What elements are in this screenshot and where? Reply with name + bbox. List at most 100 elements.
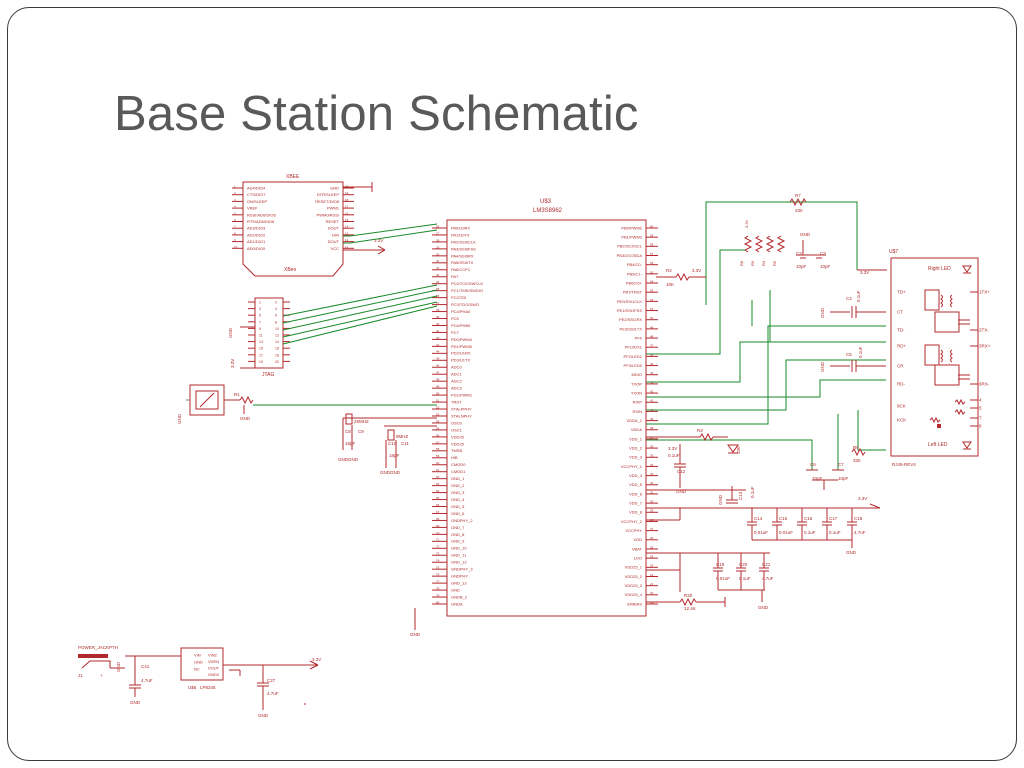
mcu-right-pin-label: VDD25_1	[625, 565, 643, 570]
xbee-left-pin-number: 9	[234, 238, 236, 242]
mcu-right-pin-number: 56	[650, 261, 654, 265]
c7-value: 10pF	[838, 476, 849, 481]
mcu-left-pin-label: TRST	[451, 399, 462, 404]
xbee-right-pin-number: 15	[345, 218, 349, 222]
xbee-right-pin-number: 11	[345, 245, 348, 249]
mcu-left-pin-label: OSC1	[451, 427, 463, 432]
mcu-left-pin-label: ADC0	[451, 365, 462, 370]
mcu-left-pin-label: PC1/TMS/SWDIO	[451, 288, 483, 293]
res-array-ref: R5	[772, 260, 777, 266]
mcu-right-pin-label: PE2/SSI1RX	[619, 317, 642, 322]
rj45-right-pin: 3RX+	[979, 344, 991, 349]
rj45-left-pin: TD-	[897, 328, 905, 333]
crystal-25-freq: 25MHZ	[354, 419, 369, 424]
mcu-left-pin-label: ADC1	[451, 372, 462, 377]
mcu-left-pin-label: VDD25	[451, 434, 465, 439]
mcu-left-pin-number: 63	[436, 482, 440, 486]
c3-ref: C3	[820, 251, 826, 256]
mcu-right-pin-label: PE1/SSI1FSS	[617, 308, 642, 313]
ldo-cap-ref: C21	[762, 562, 771, 567]
jtag-pin-number: 17	[259, 353, 263, 357]
mcu-left-pin-label: PC5	[451, 316, 460, 321]
xbee-right-pin-number: 17	[345, 205, 349, 209]
xbee-right-pin-label: PWM0/RSSI	[317, 212, 339, 217]
mcu-left-pin-number: 75	[436, 566, 440, 570]
mcu-left-pin-label: PC2/TDI	[451, 295, 466, 300]
mcu-left-pin-number: 69	[436, 524, 440, 528]
crystal-25mhz: 25MHZ C8 C9 18pF GNDGND	[338, 413, 437, 462]
mcu-right-pin-number: 35	[650, 454, 654, 458]
xbee-right-pin-number: 16	[345, 211, 349, 215]
mcu-right-pin-number: 46	[650, 353, 654, 357]
r2-supply: 3.3V	[692, 268, 701, 273]
mcu-right-pin-number: 22	[650, 573, 654, 577]
mcu-left-pin-number: 62	[436, 475, 440, 479]
mcu-left-pin-label: GND_2	[451, 483, 465, 488]
mcu-right-pin-number: 29	[650, 509, 654, 513]
row-caps-supply: 3.3V	[858, 496, 867, 501]
mcu-right-pin-label: PF0	[635, 335, 643, 340]
mcu-left-pin-number: 48	[436, 378, 440, 382]
ldo-cap-ref: C19	[716, 562, 725, 567]
rj45-right-pin: 4	[979, 398, 982, 403]
mcu-left-pin-number: 30	[436, 252, 440, 256]
mcu-left-pin-label: TMSB	[451, 448, 462, 453]
mcu-left-pin-number: 58	[436, 447, 440, 451]
ldo-cap-value: 0.01uF	[716, 576, 730, 581]
mcu-right-pin-number: 47	[650, 344, 654, 348]
crystal-8-freq: 8MHZ	[396, 434, 409, 439]
mcu-right-pin-label: VDD_6	[629, 491, 643, 496]
mcu-left-pin-number: 29	[436, 245, 440, 249]
xbee-right-pin-number: 18	[345, 198, 349, 202]
jtag-pin-number: 14	[275, 340, 279, 344]
mcu-left-pin-number: 32	[436, 266, 440, 270]
mcu-left-pin-number: 70	[436, 531, 440, 535]
xbee-left-pin-label: AD3/DIO3	[247, 226, 266, 231]
c4-ref: C4	[846, 296, 852, 301]
reg-right-pin: VDEN	[208, 659, 219, 664]
mcu-left-pin-label: PA6/CCP1	[451, 267, 471, 272]
crystal-25-c8: C8	[345, 429, 351, 434]
jtag-pin-number: 11	[259, 334, 263, 338]
mcu-left-pin-number: 55	[436, 426, 440, 430]
reset-gnd-label: GND	[177, 413, 182, 424]
mcu-left-pin-number: 27	[436, 231, 440, 235]
row-cap-ref: C17	[829, 516, 838, 521]
jtag-pin-number: 7	[259, 320, 261, 324]
rj45-left-pin: CR	[897, 364, 904, 369]
mcu-left-pin-number: 60	[436, 461, 440, 465]
rj45-right-pin: 5	[979, 406, 982, 411]
mcu-right-pin-number: 25	[650, 545, 654, 549]
mcu-left-pin-number: 40	[436, 322, 440, 326]
mcu-right-pin-number: 31	[650, 490, 654, 494]
mcu-right-pin-label: VDD25_3	[625, 583, 643, 588]
mcu-right-pin-number: 36	[650, 444, 654, 448]
mcu-left-pin-number: 42	[436, 336, 440, 340]
mcu-left-pin-number: 33	[436, 273, 440, 277]
rj45-right-pin: 8	[979, 424, 982, 429]
row-cap-value: 0.01uF	[754, 530, 768, 535]
c13-value: 0.1uF	[750, 486, 755, 498]
row-cap-value: 0.01uF	[779, 530, 793, 535]
c12-value: 0.1uF	[668, 453, 680, 458]
mcu-left-pin-label: GND_4	[451, 497, 465, 502]
row-cap-ref: C15	[779, 516, 788, 521]
rj45-left-pin: TD+	[897, 290, 906, 295]
mcu-left-pin-number: 67	[436, 510, 440, 514]
mcu-right-pin-label: LDO	[634, 556, 642, 561]
row-cap-value: 0.1uF	[829, 530, 841, 535]
mcu-right-pin-label: PF2/LED1	[624, 354, 643, 359]
reset-ref: R1	[234, 392, 240, 397]
mcu-right-pin-label: VCCPHY_1	[621, 464, 643, 469]
mcu-left-pin-label: GNDPHY_3	[451, 567, 473, 572]
mcu-left-pin-label: GNDPHY_2	[451, 518, 473, 523]
c13-gnd: GND	[718, 494, 723, 505]
jtag-pin-number: 15	[259, 347, 263, 351]
mcu-right-pin-number: 20	[650, 591, 654, 595]
xbee-supply-label: 3.3V	[374, 238, 383, 243]
mcu-left-pin-label: PA0/U0RX	[451, 225, 470, 230]
mcu-left-pin-number: 39	[436, 315, 440, 319]
c2-ref: C2	[796, 251, 802, 256]
jtag-pin-number: 9	[259, 327, 261, 331]
